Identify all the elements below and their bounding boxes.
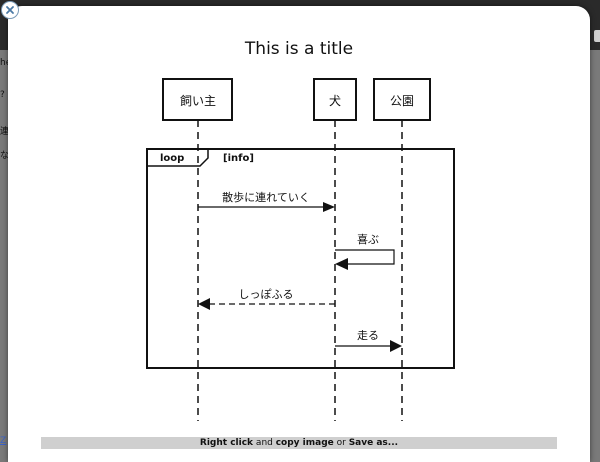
message-label: 走る	[357, 329, 379, 342]
background-text: 連	[0, 127, 10, 137]
background-text: he	[0, 58, 12, 68]
save-hint-bar: Right click and copy image or Save as...	[41, 437, 557, 449]
message-1: 散歩に連れていく	[198, 190, 335, 212]
arrowhead-icon	[323, 202, 335, 212]
participant-dog: 犬	[313, 78, 357, 121]
message-2: 喜ぶ	[335, 233, 395, 270]
background-link[interactable]: Z	[0, 436, 7, 446]
message-3: しっぽふる	[198, 288, 335, 310]
arrowhead-icon	[390, 340, 402, 352]
background-text: な	[0, 151, 10, 161]
participant-label: 飼い主	[180, 93, 216, 108]
diagram-title: This is a title	[244, 39, 353, 59]
hint-text: and	[253, 438, 276, 448]
hint-text: Right click	[199, 438, 254, 448]
hint-text: copy image	[275, 438, 334, 448]
image-lightbox: This is a title 飼い主 犬 公園 loop [info] 散歩に…	[8, 6, 590, 462]
loop-label: loop	[160, 153, 184, 164]
participant-label: 公園	[390, 94, 414, 108]
close-button[interactable]	[1, 1, 19, 19]
participant-park: 公園	[373, 78, 431, 121]
hint-text: Save as...	[348, 438, 399, 448]
message-label: 喜ぶ	[357, 233, 379, 246]
arrowhead-icon	[335, 258, 348, 270]
participant-owner: 飼い主	[162, 78, 233, 121]
loop-guard: [info]	[223, 153, 254, 164]
loop-frame: loop [info]	[146, 148, 455, 369]
message-label: 散歩に連れていく	[222, 190, 310, 204]
message-label: しっぽふる	[239, 288, 294, 301]
hint-text: or	[333, 438, 349, 448]
background-text: ?	[0, 90, 5, 100]
message-4: 走る	[335, 329, 402, 352]
lifelines	[197, 120, 403, 421]
participant-label: 犬	[329, 94, 341, 108]
arrowhead-icon	[198, 298, 210, 310]
close-icon	[6, 6, 14, 14]
background-side-tab[interactable]	[594, 30, 600, 42]
sequence-diagram: This is a title 飼い主 犬 公園 loop [info] 散歩に…	[146, 39, 455, 421]
